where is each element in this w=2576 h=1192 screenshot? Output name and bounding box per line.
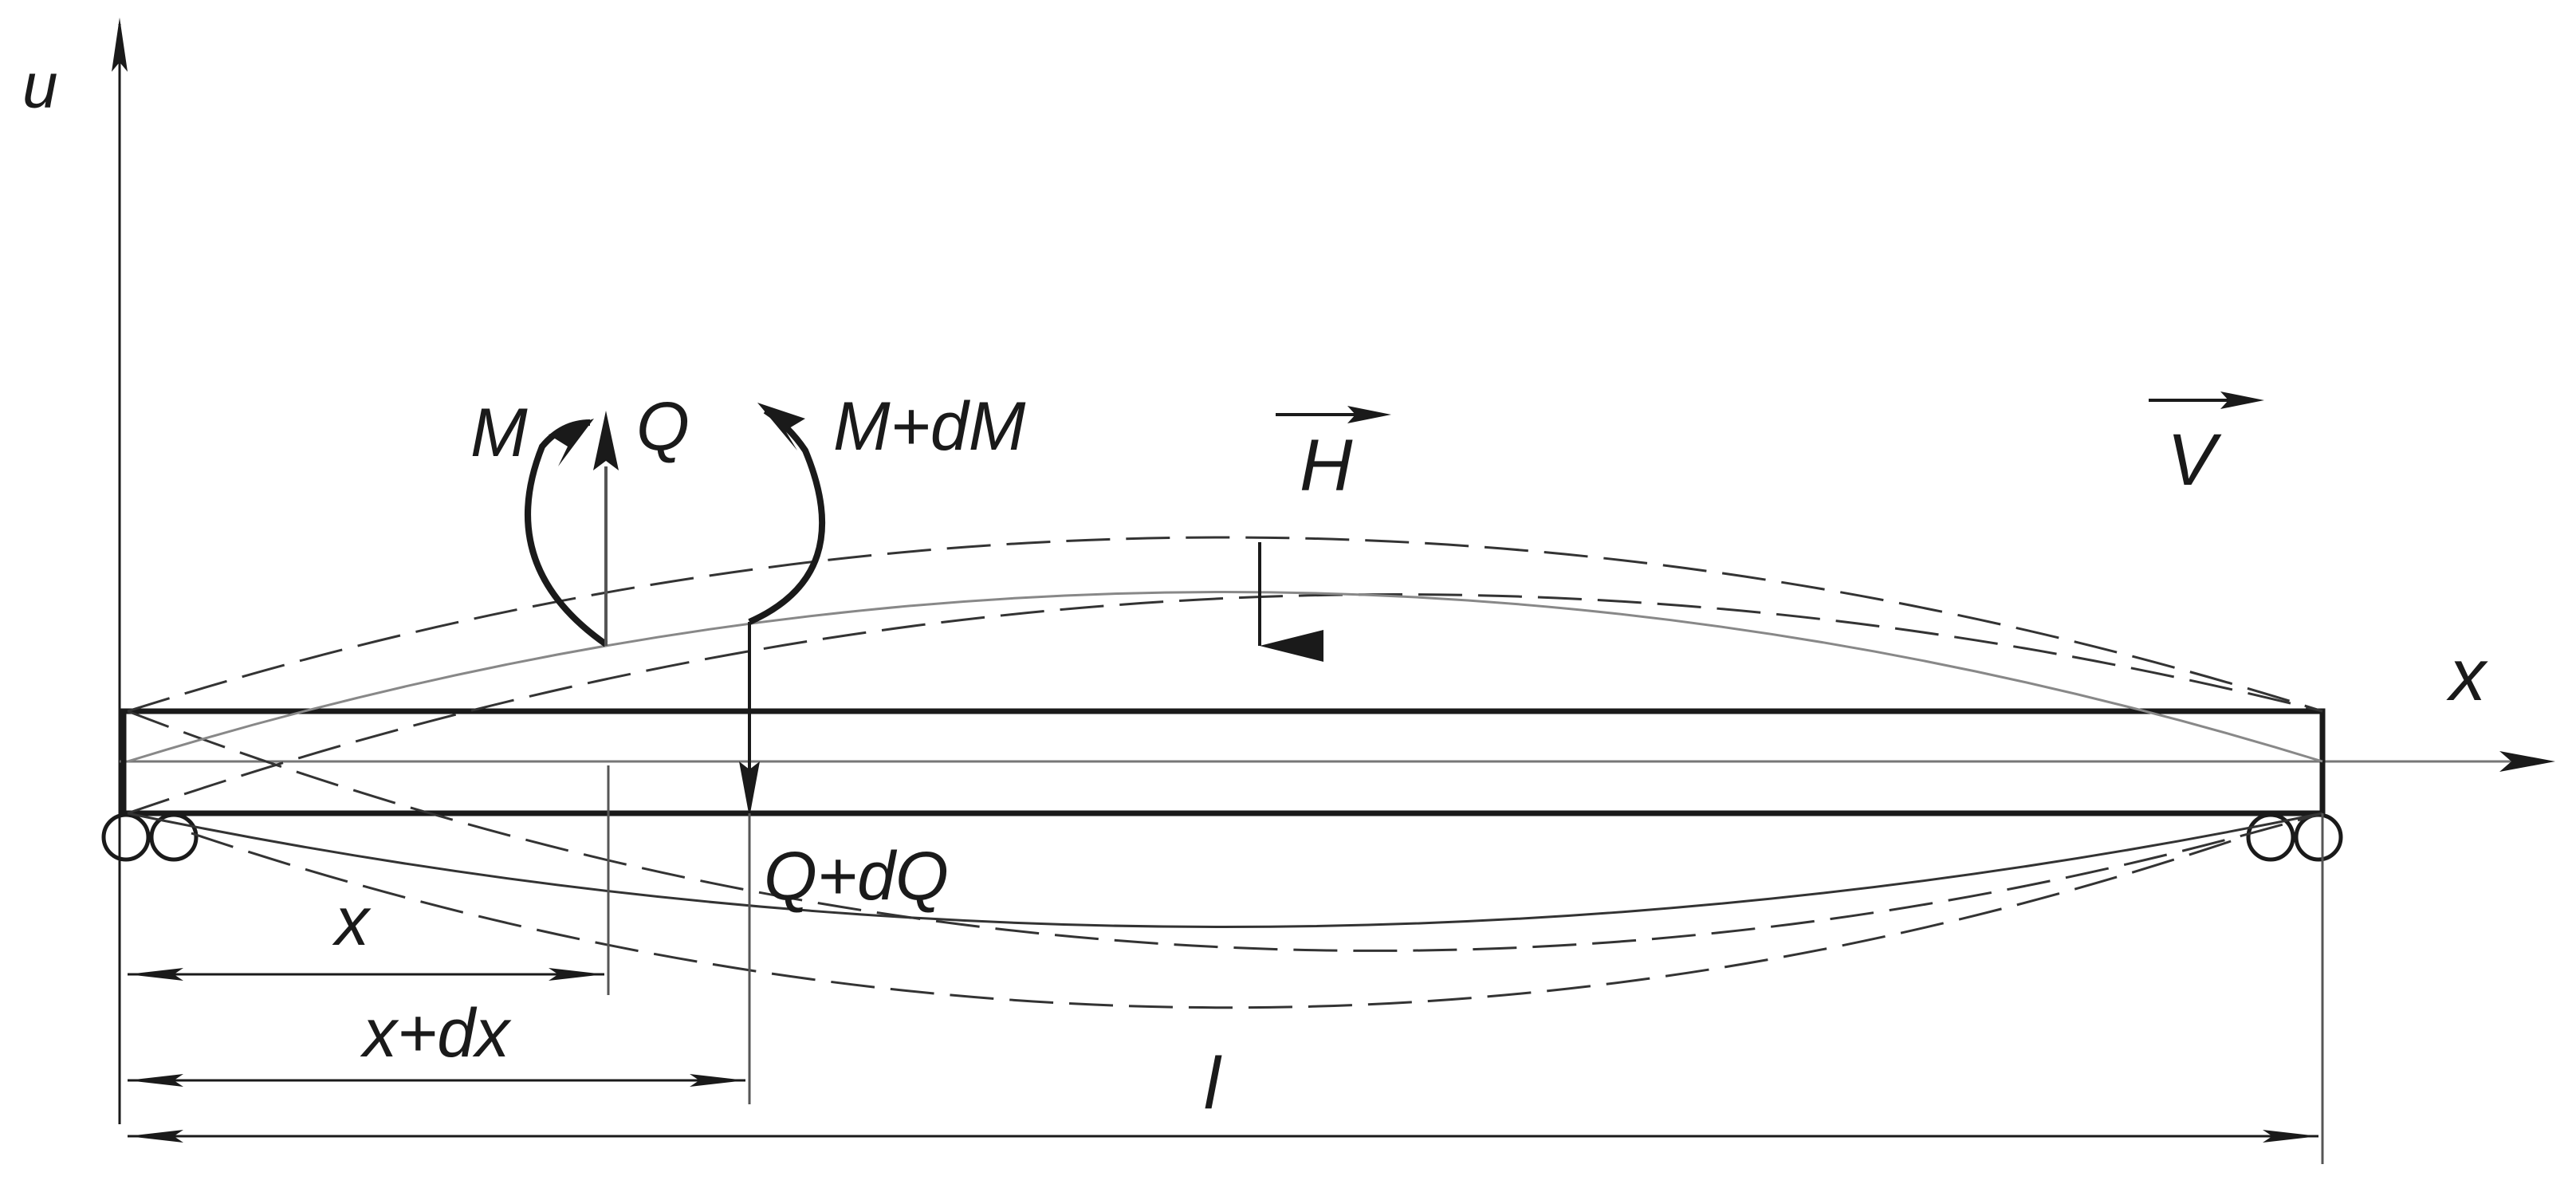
moment-m-arrowhead bbox=[549, 419, 594, 466]
shear-q-arrowhead bbox=[593, 411, 619, 470]
deflection-curves bbox=[127, 536, 2323, 952]
moment-label: M bbox=[470, 395, 528, 471]
u-axis-label: u bbox=[22, 50, 58, 121]
shear-increment-label: Q+dQ bbox=[764, 838, 949, 915]
x-axis-arrowhead bbox=[2499, 751, 2555, 772]
moment-m-arc bbox=[525, 419, 608, 647]
beam bbox=[120, 708, 2326, 816]
shear-dq-arrowhead bbox=[739, 761, 760, 817]
dashed-lower-1 bbox=[191, 832, 2244, 1009]
v-vector-arrowhead bbox=[2220, 391, 2264, 409]
position-x-dx-label: x+dx bbox=[360, 995, 512, 1072]
right-support bbox=[2246, 812, 2343, 862]
length-label: l bbox=[1204, 1043, 1222, 1124]
moment-dm-arc bbox=[748, 407, 825, 625]
moment-dm-arrowhead bbox=[757, 403, 805, 450]
u-axis-arrowhead bbox=[112, 18, 128, 72]
left-support bbox=[101, 812, 199, 862]
position-x-label: x bbox=[332, 883, 372, 960]
shear-label: Q bbox=[636, 388, 690, 465]
moment-increment-label: M+dM bbox=[833, 388, 1026, 465]
neutral-curve bbox=[127, 591, 2323, 763]
force-h-label: H bbox=[1300, 425, 1353, 506]
h-vector-arrowhead bbox=[1347, 406, 1391, 423]
velocity-v-label: V bbox=[2167, 419, 2222, 501]
x-axis-label: x bbox=[2446, 635, 2488, 716]
